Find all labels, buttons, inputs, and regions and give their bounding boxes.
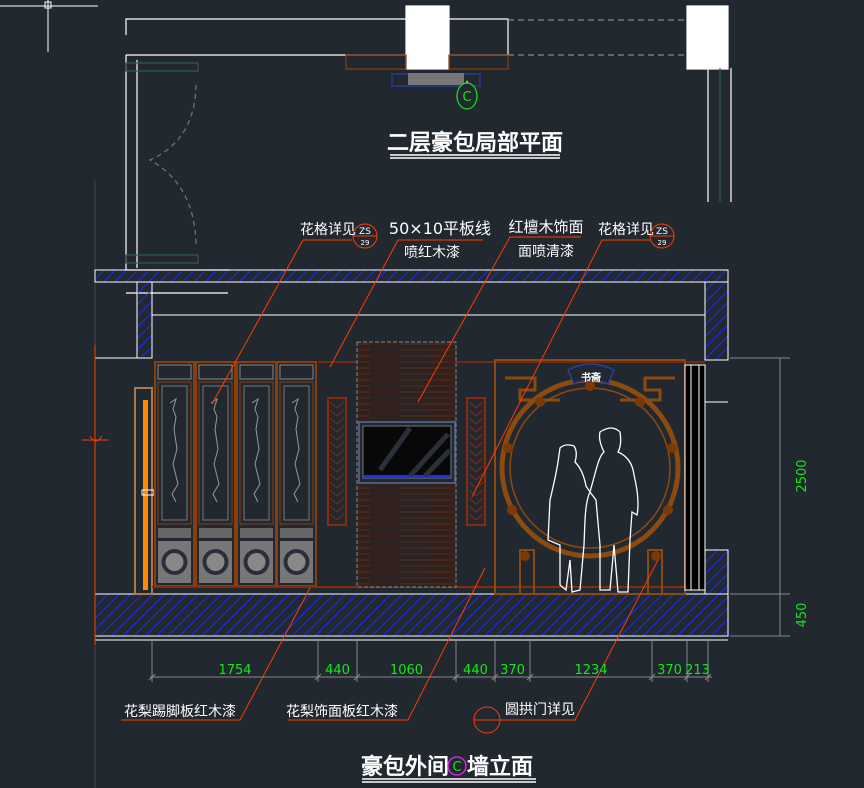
arch-sign: 书斋	[567, 363, 615, 386]
section-marker: C	[456, 80, 478, 110]
ceiling-slab	[94, 269, 729, 283]
plan-title: 二层豪包局部平面	[387, 130, 563, 156]
skirting-label: 花梨踢脚板红木漆	[124, 704, 236, 720]
lattice-door	[154, 361, 195, 587]
right-window-strips	[684, 364, 706, 591]
vertical-dimensions	[730, 357, 790, 637]
leader-lines	[121, 223, 675, 734]
elevation-title-suffix: 墙立面	[467, 754, 533, 780]
lattice-left-ref-bottom: 29	[361, 239, 370, 247]
herringbone-panel-left	[327, 397, 347, 526]
dim-width-label: 213	[685, 663, 710, 678]
herringbone-panel-right	[466, 397, 486, 526]
lattice-door	[236, 361, 277, 587]
arch-sign-text: 书斋	[581, 371, 602, 384]
horizontal-dimensions	[148, 640, 712, 682]
lattice-door	[195, 361, 236, 587]
panel-label: 花梨饰面板红木漆	[286, 704, 398, 720]
right-column-bottom	[704, 549, 729, 595]
dim-width-label: 370	[500, 663, 525, 678]
dim-height-2500: 2500	[795, 459, 810, 492]
lattice-door	[276, 361, 317, 587]
break-symbol	[82, 435, 108, 442]
molding-label-1: 50×10平板线	[389, 219, 491, 238]
elevation-title-prefix: 豪包外间	[361, 754, 449, 780]
tv	[358, 421, 456, 484]
elevation-title-marker: C	[452, 760, 461, 775]
lattice-right-label: 花格详见	[598, 222, 654, 238]
dim-width-label: 1234	[574, 663, 607, 678]
ucs-crosshair	[0, 0, 98, 52]
dim-width-label: 440	[325, 663, 350, 678]
dim-width-label: 440	[463, 663, 488, 678]
arch-door-label: 圆拱门详见	[505, 702, 575, 718]
lattice-right-ref-top: ZS	[656, 227, 668, 237]
lattice-doors	[154, 361, 317, 587]
dim-height-450: 450	[795, 603, 810, 628]
couple-silhouette	[547, 427, 639, 593]
moon-arch-door	[494, 359, 686, 595]
lattice-right-ref-bottom: 29	[658, 239, 667, 247]
molding-label-2: 喷红木漆	[404, 245, 460, 261]
rosewood-label-2: 面喷清漆	[518, 244, 574, 260]
floor-plan	[125, 5, 732, 294]
dim-width-label: 1754	[218, 663, 251, 678]
lattice-left-ref-top: ZS	[359, 227, 371, 237]
lattice-left-label: 花格详见	[300, 222, 356, 238]
floor-slab	[94, 593, 729, 641]
right-column-top	[704, 281, 729, 361]
dim-width-label: 370	[657, 663, 682, 678]
section-marker-label: C	[462, 90, 471, 105]
left-column	[136, 281, 153, 359]
dim-width-label: 1060	[390, 663, 423, 678]
door-jamb	[134, 387, 153, 595]
rosewood-label-1: 红檀木饰面	[508, 218, 583, 236]
elevation-title: 豪包外间 C 墙立面	[361, 754, 536, 783]
